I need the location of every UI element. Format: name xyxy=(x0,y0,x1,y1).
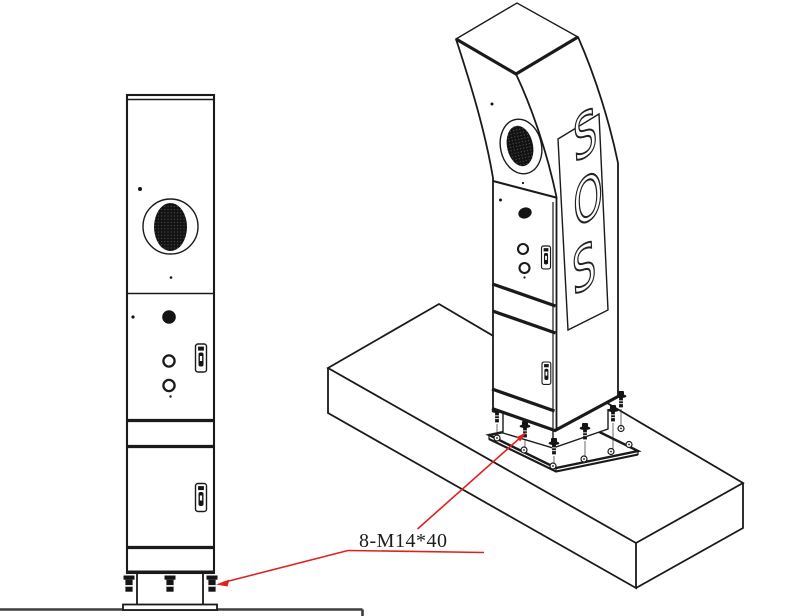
foundation-side-faces xyxy=(327,368,744,590)
door-handle-icon xyxy=(194,343,208,373)
screw-dots-front xyxy=(131,187,173,398)
base-plate-thickness xyxy=(488,435,639,472)
screw-dot xyxy=(523,276,526,279)
base-flange xyxy=(122,603,218,611)
front-elevation-view xyxy=(0,93,364,616)
bolt-hole-icon xyxy=(549,462,557,470)
call-button-icon xyxy=(516,242,530,256)
screw-dot xyxy=(499,198,502,202)
door-handle-icon xyxy=(194,482,208,513)
sos-letter-s2: S xyxy=(571,227,598,311)
speaker-grille-icon xyxy=(154,203,187,251)
bolt-spec-annotation: 8-M14*40 xyxy=(216,432,527,587)
screw-dot xyxy=(169,276,173,279)
right-silhouette-edge xyxy=(577,36,619,397)
screw-dot xyxy=(138,187,142,191)
sos-sign-panel xyxy=(557,112,609,332)
sos-letter-s1: S xyxy=(572,94,599,178)
left-silhouette-edge xyxy=(455,38,494,409)
screw-dot xyxy=(131,315,135,319)
bolt-hole-icon xyxy=(625,440,633,449)
pedestal-sides xyxy=(136,573,204,604)
microphone-hole-icon xyxy=(518,207,532,219)
side-face-fill xyxy=(516,37,618,430)
panel-divider-iso xyxy=(492,179,557,199)
band-bottom-iso xyxy=(491,309,557,335)
leader-arrowhead-left xyxy=(216,579,230,587)
bolt-hole-icon xyxy=(607,447,615,456)
bolt-spec-label: 8-M14*40 xyxy=(359,530,447,552)
microphone-hole-icon xyxy=(162,310,176,324)
screw-dot xyxy=(490,102,494,106)
anchor-bolt-icon xyxy=(123,575,135,592)
bolt-hole-icon xyxy=(580,455,588,463)
leader-arrowhead-right xyxy=(516,432,527,442)
leader-underline xyxy=(347,549,485,554)
screw-dot xyxy=(521,181,525,185)
bolt-projection-lines xyxy=(496,409,622,464)
tower-bottom-edges xyxy=(491,395,619,433)
sos-sign-letters: S O S xyxy=(570,93,605,312)
bolt-hole-icon xyxy=(520,446,528,454)
pillar-body-iso: S O S xyxy=(454,2,619,433)
call-button-icon xyxy=(518,261,531,275)
screw-dot xyxy=(169,395,172,398)
corner-edge xyxy=(515,73,558,430)
anchor-bolt-icon xyxy=(164,575,176,592)
bolt-holes xyxy=(493,424,633,470)
band-top-iso xyxy=(491,282,557,308)
speaker-grille-icon xyxy=(506,125,534,167)
anchor-bolt-icon xyxy=(206,575,218,592)
leader-line-right xyxy=(416,436,522,530)
leader-line-left xyxy=(222,549,349,584)
isometric-installation-view: S O S xyxy=(326,2,745,590)
door-bottom-iso xyxy=(491,387,556,413)
call-button-icon xyxy=(162,378,176,393)
door-handle-icon xyxy=(541,361,552,385)
call-button-icon xyxy=(162,354,176,368)
door-handle-icon xyxy=(540,245,552,270)
